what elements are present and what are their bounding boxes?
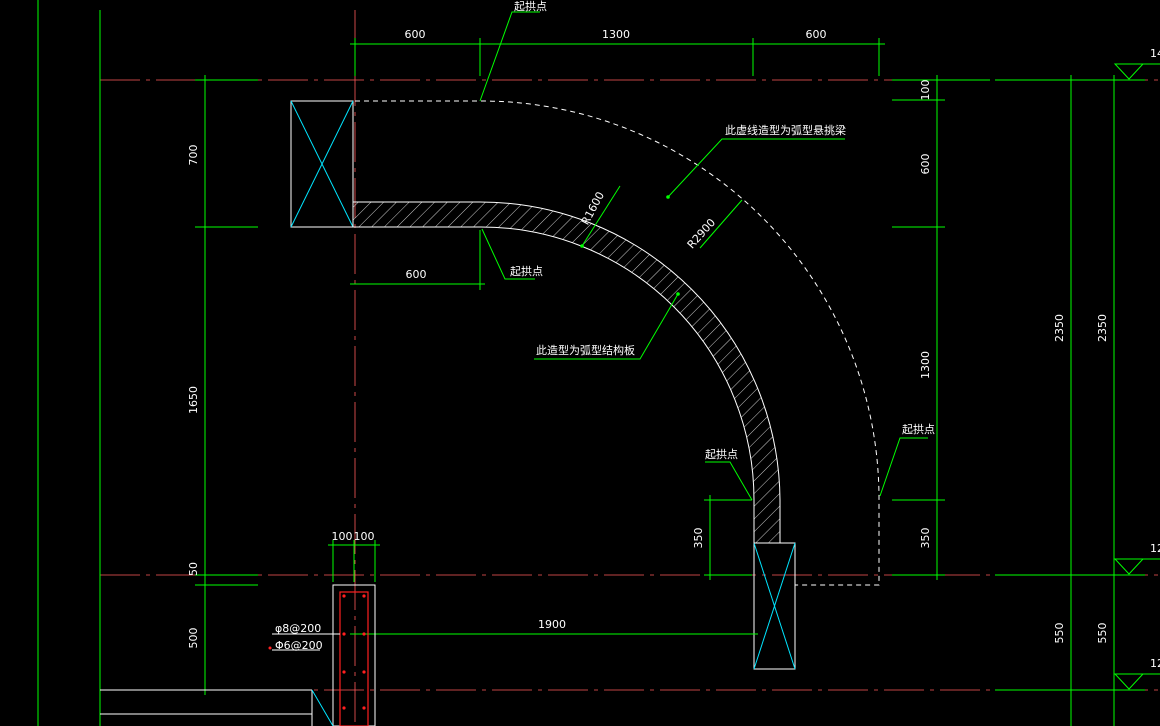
left-dim-500: 500	[187, 628, 200, 649]
annotation-leaders	[479, 11, 928, 501]
top-dim-middle: 1300	[602, 28, 630, 41]
start-point-right: 起拱点	[902, 422, 935, 436]
inner-dim-1900: 1900	[538, 618, 566, 631]
inner-dim-350-lines	[704, 495, 752, 580]
dashed-beam-note: 此虚线造型为弧型悬挑梁	[725, 123, 846, 137]
axis-lines	[100, 10, 1160, 726]
rebar-marker	[268, 646, 272, 650]
top-dimension-chain	[350, 38, 885, 76]
elevation-top: 14	[1150, 47, 1160, 60]
slab-note: 此造型为弧型结构板	[536, 343, 635, 357]
dashed-arc-beam	[355, 100, 880, 586]
wall-section	[100, 584, 376, 726]
inner-dim-350: 350	[692, 528, 705, 549]
far-right-dim-550-b: 550	[1096, 623, 1109, 644]
elevation-markers	[1113, 63, 1160, 690]
leader-dots	[580, 195, 680, 296]
right-dim-100: 100	[919, 80, 932, 101]
lower-right-column	[753, 542, 796, 670]
top-dim-left: 600	[405, 28, 426, 41]
radius-r1600: R1600	[579, 190, 607, 228]
start-point-inner: 起拱点	[510, 264, 543, 278]
rebar-leaders	[272, 633, 340, 651]
far-right-dimension-chains	[995, 75, 1145, 726]
start-point-lower: 起拱点	[705, 447, 738, 461]
right-dim-1300: 1300	[919, 351, 932, 379]
upper-left-column	[290, 100, 354, 228]
rebar-label-1: φ8@200	[275, 622, 321, 635]
inner-dim-600-lines	[350, 230, 485, 290]
left-dimension-chain	[195, 75, 258, 695]
inner-dim-100a: 100	[332, 530, 353, 543]
left-dim-700: 700	[187, 145, 200, 166]
left-dim-50: 50	[187, 562, 200, 576]
elevation-bottom: 12	[1150, 657, 1160, 670]
top-dim-right: 600	[806, 28, 827, 41]
arc-structural-slab	[352, 201, 781, 544]
far-right-dim-2350-b: 2350	[1096, 314, 1109, 342]
left-dim-1650: 1650	[187, 386, 200, 414]
left-boundary-lines	[37, 0, 101, 726]
right-dimension-chain	[892, 75, 990, 580]
far-right-dim-2350-a: 2350	[1053, 314, 1066, 342]
inner-dim-100-lines	[328, 540, 380, 582]
rebar-label-2: Φ6@200	[275, 639, 323, 652]
elevation-mid: 12	[1150, 542, 1160, 555]
right-dim-600: 600	[919, 154, 932, 175]
far-right-dim-550-a: 550	[1053, 623, 1066, 644]
inner-dim-100b: 100	[354, 530, 375, 543]
start-point-top: 起拱点	[514, 0, 547, 13]
right-dim-350: 350	[919, 528, 932, 549]
inner-dim-600: 600	[406, 268, 427, 281]
